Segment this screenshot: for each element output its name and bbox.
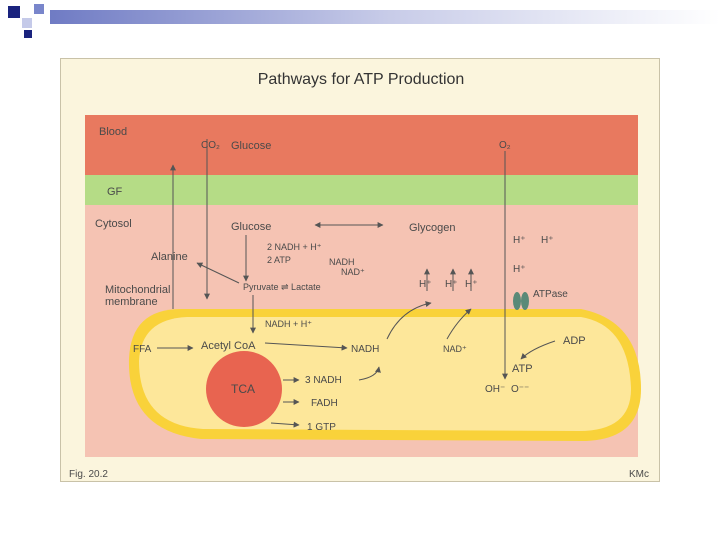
label-h-plus-4: H⁺ bbox=[419, 279, 432, 290]
label-2atp: 2 ATP bbox=[267, 255, 291, 265]
label-alanine: Alanine bbox=[151, 251, 188, 263]
label-glycogen: Glycogen bbox=[409, 222, 455, 234]
label-h-plus-2: H⁺ bbox=[541, 235, 554, 246]
label-cytosol: Cytosol bbox=[95, 218, 132, 230]
arrow-acetyl-nadh bbox=[264, 342, 348, 351]
author-label: KMc bbox=[629, 469, 649, 480]
label-nadh-small: NADH bbox=[329, 257, 355, 267]
deco-square-light bbox=[22, 18, 32, 28]
arrow-adp-atp bbox=[520, 340, 556, 360]
label-nad-mid: NAD⁺ bbox=[443, 344, 467, 354]
atpase-icon bbox=[513, 292, 521, 310]
atpase-icon-2 bbox=[521, 292, 529, 310]
pathways-figure: Pathways for ATP Production bbox=[60, 58, 660, 482]
arrow-gtp bbox=[270, 421, 300, 428]
label-3nadh: 3 NADH bbox=[305, 375, 342, 386]
label-mito-membrane-2: membrane bbox=[105, 296, 158, 308]
label-adp: ADP bbox=[563, 335, 586, 347]
label-fadh: FADH bbox=[311, 398, 338, 409]
label-mito-membrane-1: Mitochondrial bbox=[105, 284, 170, 296]
figure-title: Pathways for ATP Production bbox=[257, 71, 465, 88]
label-o2: O₂ bbox=[499, 140, 511, 151]
decorative-header bbox=[0, 0, 720, 40]
label-nadh-mito: NADH + H⁺ bbox=[265, 319, 312, 329]
label-pyruvate-lactate: Pyruvate ⇌ Lactate bbox=[243, 282, 321, 292]
label-2nadh: 2 NADH + H⁺ bbox=[267, 242, 322, 252]
label-co2: CO₂ bbox=[201, 140, 220, 151]
figure-label: Fig. 20.2 bbox=[69, 469, 108, 480]
label-acetyl-coa: Acetyl CoA bbox=[201, 340, 256, 352]
label-gf: GF bbox=[107, 186, 123, 198]
label-blood: Blood bbox=[99, 126, 127, 138]
deco-square-dark-2 bbox=[24, 30, 32, 38]
label-nad-small: NAD⁺ bbox=[341, 267, 365, 277]
tca-cycle bbox=[206, 351, 282, 427]
label-atpase: ATPase bbox=[533, 289, 568, 300]
label-ffa: FFA bbox=[133, 344, 152, 355]
label-h-plus-5: H⁺ bbox=[445, 279, 458, 290]
label-glucose-blood: Glucose bbox=[231, 140, 271, 152]
label-o-minus: O⁻⁻ bbox=[511, 384, 529, 395]
gf-region bbox=[85, 175, 638, 205]
label-nadh-mid: NADH bbox=[351, 344, 379, 355]
arrow-alanine bbox=[196, 262, 240, 284]
blood-region bbox=[85, 115, 638, 175]
arrow-nadh-up bbox=[386, 301, 432, 340]
label-h-plus-1: H⁺ bbox=[513, 235, 526, 246]
deco-square-dark bbox=[8, 6, 20, 18]
arrow-nad-up bbox=[446, 308, 472, 340]
deco-square-mid bbox=[34, 4, 44, 14]
label-atp: ATP bbox=[512, 363, 533, 375]
label-h-plus-3: H⁺ bbox=[513, 264, 526, 275]
label-oh: OH⁻ bbox=[485, 384, 505, 395]
label-tca: TCA bbox=[231, 382, 255, 396]
label-1gtp: 1 GTP bbox=[307, 422, 336, 433]
deco-gradient-bar bbox=[50, 10, 720, 24]
arrow-3nadh-up bbox=[358, 366, 381, 381]
label-glucose: Glucose bbox=[231, 221, 271, 233]
pathway-diagram: Blood GF Cytosol Mitochondrial membrane … bbox=[69, 115, 649, 480]
label-h-plus-6: H⁺ bbox=[465, 279, 478, 290]
